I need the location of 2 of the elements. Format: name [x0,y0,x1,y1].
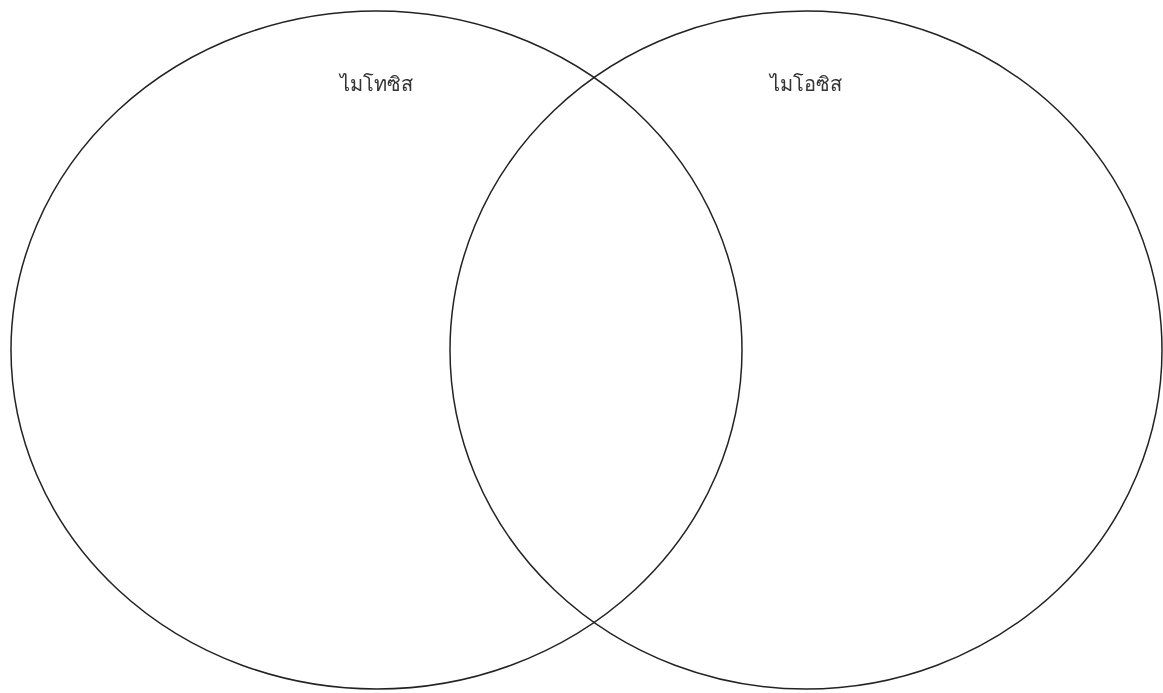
set-label: ไมโอซิส [770,71,842,98]
set-label: ไมโทซิส [340,71,413,98]
